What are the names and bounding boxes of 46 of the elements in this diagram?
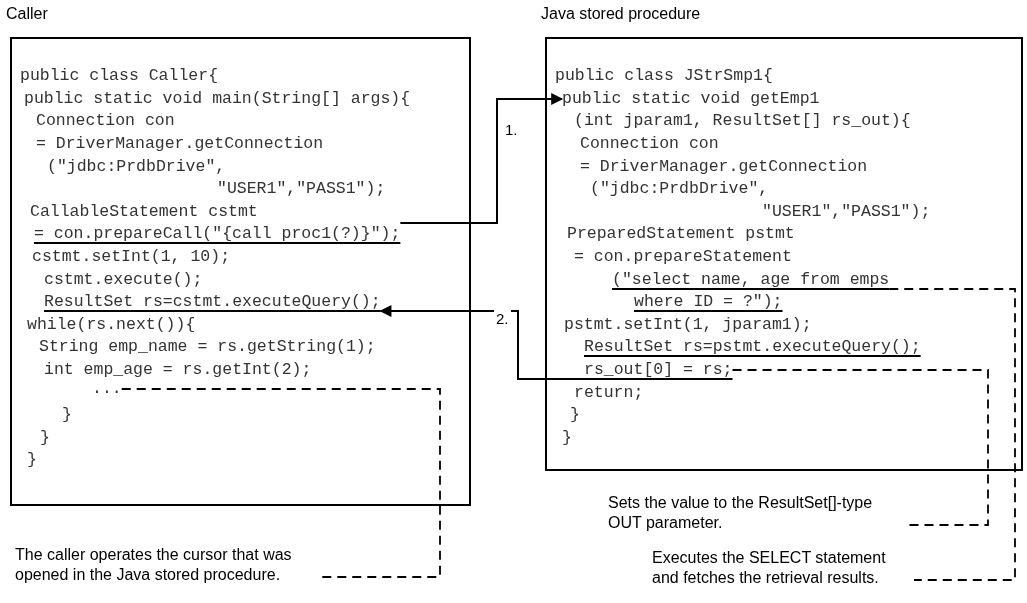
code-line: = con.prepareCall("{call proc1(?)}"); — [34, 223, 401, 245]
code-line: public class Caller{ — [20, 65, 219, 87]
code-line: } — [40, 427, 50, 449]
code-line: } — [570, 404, 580, 426]
code-line: CallableStatement cstmt — [30, 201, 258, 223]
leader-line — [731, 369, 989, 526]
code-line: ... — [92, 378, 122, 400]
code-line: ("jdbc:PrdbDrive", — [47, 156, 226, 178]
panel-heading: Caller — [6, 5, 48, 23]
annotation-text: Sets the value to the ResultSet[]-type OUT parameter. — [608, 493, 908, 533]
code-line: String emp_name = rs.getString(1); — [39, 336, 376, 358]
code-line: = DriverManager.getConnection — [580, 156, 868, 178]
code-line: } — [62, 404, 72, 426]
code-line: ("jdbc:PrdbDrive", — [590, 178, 769, 200]
code-line: (int jparam1, ResultSet[] rs_out){ — [574, 110, 911, 132]
code-line: pstmt.setInt(1, jparam1); — [564, 314, 812, 336]
code-line: "USER1","PASS1"); — [217, 178, 386, 200]
annotation-text: The caller operates the cursor that was opened in the Java stored procedure. — [15, 545, 320, 585]
code-line: return; — [574, 382, 644, 404]
leader-line — [888, 288, 1016, 581]
code-line: "USER1","PASS1"); — [762, 201, 931, 223]
leader-line — [120, 388, 441, 578]
code-line: public class JStrSmp1{ — [555, 65, 773, 87]
code-line: where ID = ?"); — [634, 291, 783, 313]
arrow — [379, 305, 585, 380]
code-line: int emp_age = rs.getInt(2); — [44, 359, 312, 381]
code-line: while(rs.next()){ — [27, 314, 196, 336]
code-line: = DriverManager.getConnection — [36, 133, 324, 155]
code-line: } — [562, 427, 572, 449]
edge-label: 2. — [494, 310, 511, 327]
code-line: = con.prepareStatement — [574, 246, 792, 268]
code-line: Connection con — [580, 133, 719, 155]
code-line: ResultSet rs=pstmt.executeQuery(); — [584, 336, 921, 358]
arrow — [399, 93, 564, 224]
code-line: cstmt.setInt(1, 10); — [32, 246, 231, 268]
code-line: cstmt.execute(); — [44, 269, 203, 291]
code-line: } — [27, 449, 37, 471]
code-line: ResultSet rs=cstmt.executeQuery(); — [44, 291, 381, 313]
code-line: Connection con — [36, 110, 175, 132]
code-line: public static void getEmp1 — [562, 88, 820, 110]
code-line: ("select name, age from emps — [612, 269, 890, 291]
panel-heading: Java stored procedure — [541, 5, 701, 23]
code-line: public static void main(String[] args){ — [24, 88, 411, 110]
code-line: rs_out[0] = rs; — [584, 359, 733, 381]
annotation-text: Executes the SELECT statement and fetches the retrieval results. — [652, 548, 914, 588]
code-line: PreparedStatement pstmt — [567, 223, 795, 245]
